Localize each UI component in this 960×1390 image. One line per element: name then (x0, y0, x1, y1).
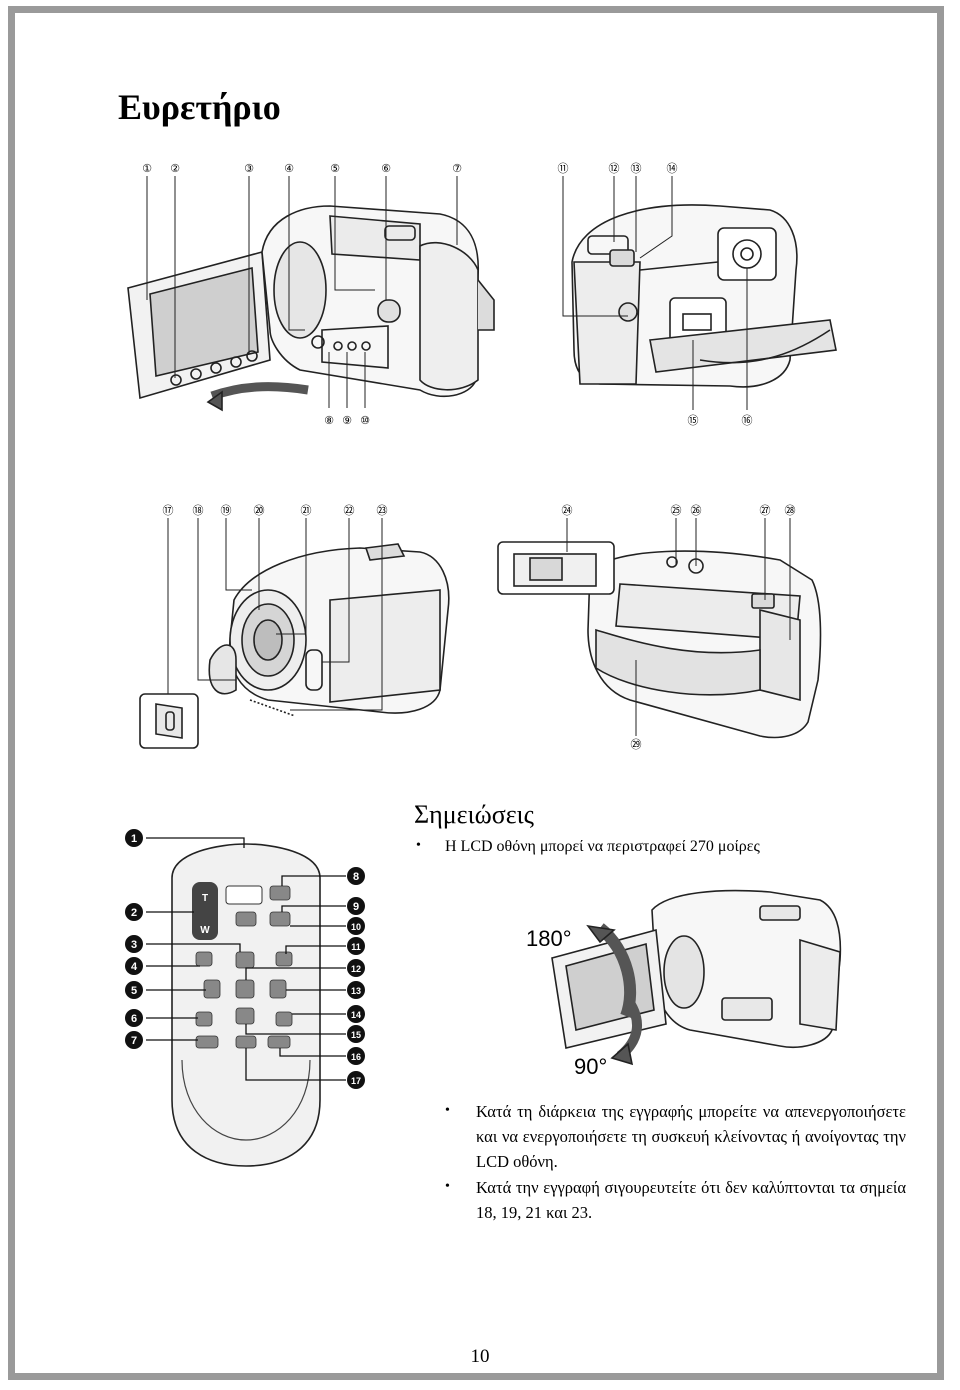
callout-7: ⑦ (452, 163, 462, 175)
remote-callout-6: 6 (125, 1009, 143, 1027)
svg-text:9: 9 (353, 901, 359, 913)
callout-10: ⑩ (360, 415, 370, 427)
zoom-t-label: T (202, 893, 208, 904)
remote-callout-10: 10 (347, 917, 365, 935)
remote-callout-1: 1 (125, 829, 143, 847)
callout-14: ⑭ (667, 162, 678, 175)
svg-text:8: 8 (353, 871, 359, 883)
callout-15: ⑮ (688, 414, 699, 427)
svg-text:16: 16 (351, 1052, 361, 1062)
callout-24: ㉔ (562, 504, 573, 517)
svg-text:1: 1 (131, 833, 137, 845)
remote-callout-8: 8 (347, 867, 365, 885)
callout-17: ⑰ (163, 504, 174, 517)
notes-heading: Σημειώσεις (414, 800, 534, 829)
remote-callout-9: 9 (347, 897, 365, 915)
svg-text:4: 4 (131, 961, 138, 973)
camcorder-rear-strap-illustration (497, 541, 822, 739)
callout-28: ㉘ (785, 504, 796, 517)
note-lcd-rotation: Η LCD οθόνη μπορεί να περιστραφεί 270 μο… (445, 838, 760, 855)
remote-callout-2: 2 (125, 903, 143, 921)
svg-text:11: 11 (351, 942, 361, 952)
callout-3: ③ (244, 163, 254, 175)
remote-callout-16: 16 (347, 1047, 365, 1065)
callout-12: ⑫ (609, 162, 620, 175)
callout-18: ⑱ (193, 504, 204, 517)
rotation-90-label: 90° (574, 1054, 607, 1079)
note-power-lcd: Κατά τη διάρκεια της εγγραφής μπορείτε ν… (476, 1102, 906, 1171)
callout-4: ④ (284, 163, 294, 175)
svg-text:15: 15 (351, 1030, 361, 1040)
svg-text:17: 17 (351, 1076, 361, 1086)
camcorder-rear-illustration (571, 204, 837, 388)
callout-1: ① (142, 163, 152, 175)
bullet: • (445, 1103, 450, 1118)
callout-8: ⑧ (324, 415, 334, 427)
remote-callout-5: 5 (125, 981, 143, 999)
callout-19: ⑲ (221, 504, 232, 517)
svg-text:13: 13 (351, 986, 361, 996)
svg-text:3: 3 (131, 939, 137, 951)
callout-2: ② (170, 163, 180, 175)
camcorder-front-lens-illustration (139, 543, 450, 749)
remote-callout-4: 4 (125, 957, 143, 975)
zoom-w-label: W (200, 925, 210, 936)
svg-text:2: 2 (131, 907, 137, 919)
svg-text:5: 5 (131, 985, 137, 997)
callout-20: ⑳ (254, 504, 265, 517)
remote-callout-3: 3 (125, 935, 143, 953)
callout-25: ㉕ (671, 504, 682, 517)
bullet: • (445, 1179, 450, 1194)
page-border (8, 6, 944, 1380)
remote-callout-12: 12 (347, 959, 365, 977)
callout-27: ㉗ (760, 504, 771, 517)
lcd-rotation-illustration (551, 889, 842, 1066)
callout-11: ⑪ (558, 162, 569, 175)
callout-21: ㉑ (301, 504, 312, 517)
bullet: • (416, 838, 421, 853)
remote-callout-15: 15 (347, 1025, 365, 1043)
svg-text:7: 7 (131, 1035, 137, 1047)
callout-22: ㉒ (344, 504, 355, 517)
callout-5: ⑤ (330, 163, 340, 175)
remote-control-illustration: T W 1 2 3 4 5 (125, 829, 365, 1167)
callout-13: ⑬ (631, 162, 642, 175)
camcorder-front-lcd-open-illustration (127, 205, 495, 412)
page-title: Ευρετήριο (118, 87, 281, 127)
callout-6: ⑥ (381, 163, 391, 175)
callout-16: ⑯ (742, 414, 753, 427)
callout-23: ㉓ (377, 504, 388, 517)
svg-text:10: 10 (351, 922, 361, 932)
remote-callout-7: 7 (125, 1031, 143, 1049)
callout-26: ㉖ (691, 504, 702, 517)
rotation-180-label: 180° (526, 926, 572, 951)
svg-text:14: 14 (351, 1010, 361, 1020)
remote-callout-14: 14 (347, 1005, 365, 1023)
svg-text:6: 6 (131, 1013, 137, 1025)
remote-callout-17: 17 (347, 1071, 365, 1089)
callout-29: ㉙ (631, 738, 642, 751)
remote-callout-13: 13 (347, 981, 365, 999)
note-do-not-cover: Κατά την εγγραφή σιγουρευτείτε ότι δεν κ… (476, 1178, 906, 1222)
svg-text:12: 12 (351, 964, 361, 974)
page-number: 10 (470, 1346, 490, 1367)
callout-9: ⑨ (342, 415, 352, 427)
remote-callout-11: 11 (347, 937, 365, 955)
